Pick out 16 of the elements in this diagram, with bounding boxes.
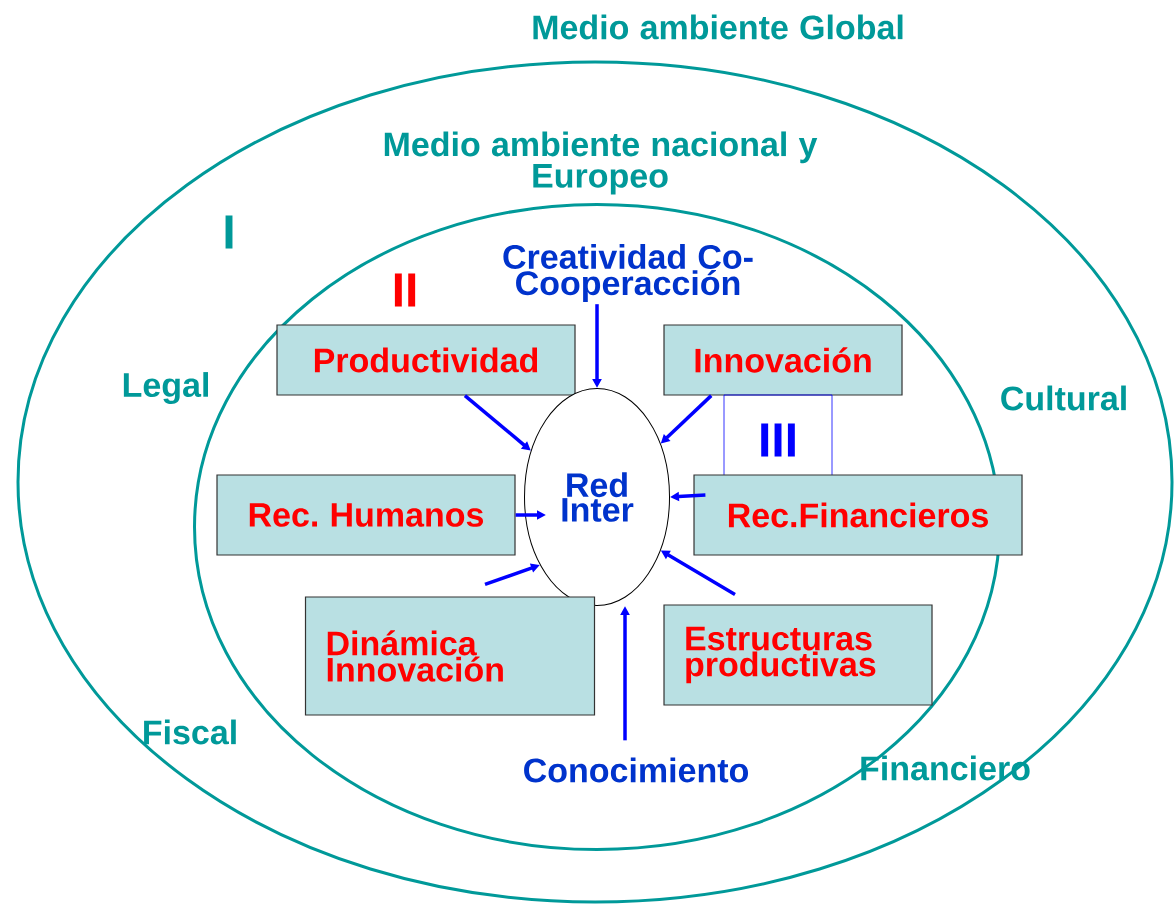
node-label: Medio ambiente nacional y Europeo [384,131,818,195]
numeral: II [394,273,416,307]
region-label: Legal [123,372,208,404]
process-box: Rec. Humanos [216,474,516,556]
process-box: Innovación [663,324,903,396]
arrow [463,394,531,451]
process-box: Estructuras productivas [663,604,933,706]
text-label: Conocimiento [524,757,749,783]
process-box: Productividad [276,324,576,396]
region-label: Fiscal [144,719,236,745]
region-label: Cultural [1001,385,1126,411]
process-box: Rec.Financieros [693,474,1023,556]
process-box: Dinámica Innovación [304,596,596,716]
text-label: Creatividad Co-Cooperacción [503,244,753,302]
numeral: I [225,215,233,249]
node-label: Medio ambiente Global [533,14,903,40]
